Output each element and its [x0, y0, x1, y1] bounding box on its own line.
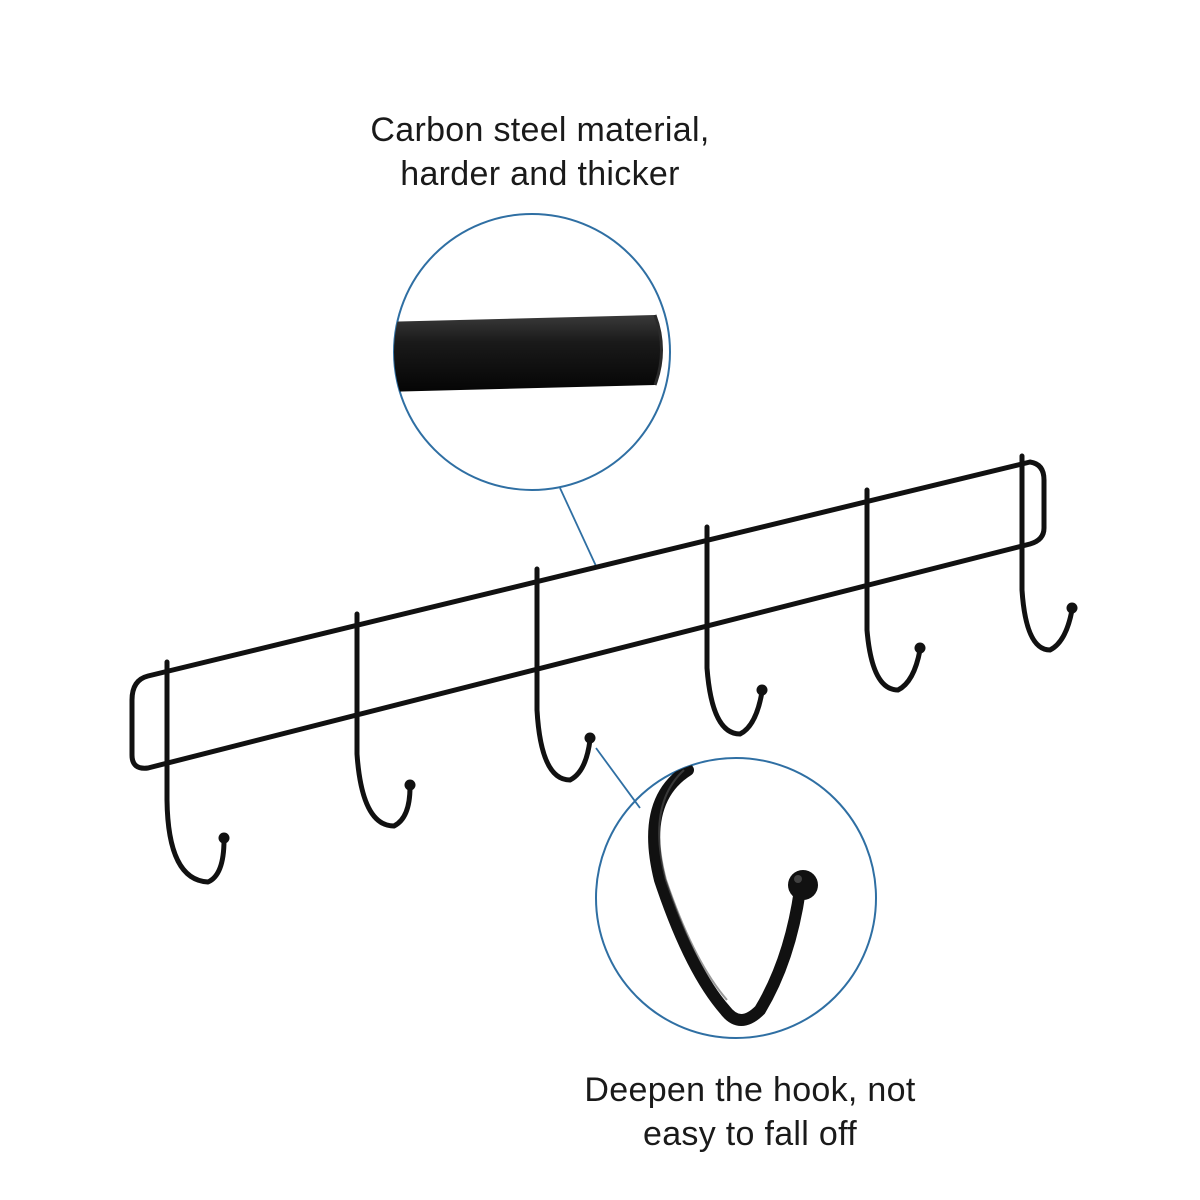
hook-4 [704, 524, 765, 737]
hook-callout-line-2: easy to fall off [643, 1115, 857, 1153]
hook-ball-ends [218, 602, 1078, 844]
hook-callout-text: Deepen the hook, not easy to fall off [500, 1068, 1000, 1156]
material-leader-line [559, 487, 597, 567]
hook-1 [164, 659, 227, 885]
hook-3 [534, 566, 593, 783]
hook-rack [129, 453, 1075, 885]
hook-leader-line [595, 747, 641, 809]
material-zoom-callout [393, 213, 671, 491]
material-callout-line-2: harder and thicker [400, 155, 680, 193]
material-callout-text: Carbon steel material, harder and thicke… [300, 108, 780, 196]
hook-zoom-callout [595, 757, 877, 1039]
material-callout-line-1: Carbon steel material, [370, 111, 710, 149]
hook-zoom-circle [595, 757, 877, 1039]
magnified-hook-ball-end [788, 870, 818, 900]
hook-callout-line-1: Deepen the hook, not [584, 1071, 916, 1109]
hook-2 [354, 611, 413, 829]
hook-6 [1019, 453, 1075, 653]
hook-5 [864, 487, 923, 693]
rack-frame [129, 459, 1047, 771]
magnified-rod [394, 315, 662, 392]
magnified-hook [648, 764, 806, 1026]
